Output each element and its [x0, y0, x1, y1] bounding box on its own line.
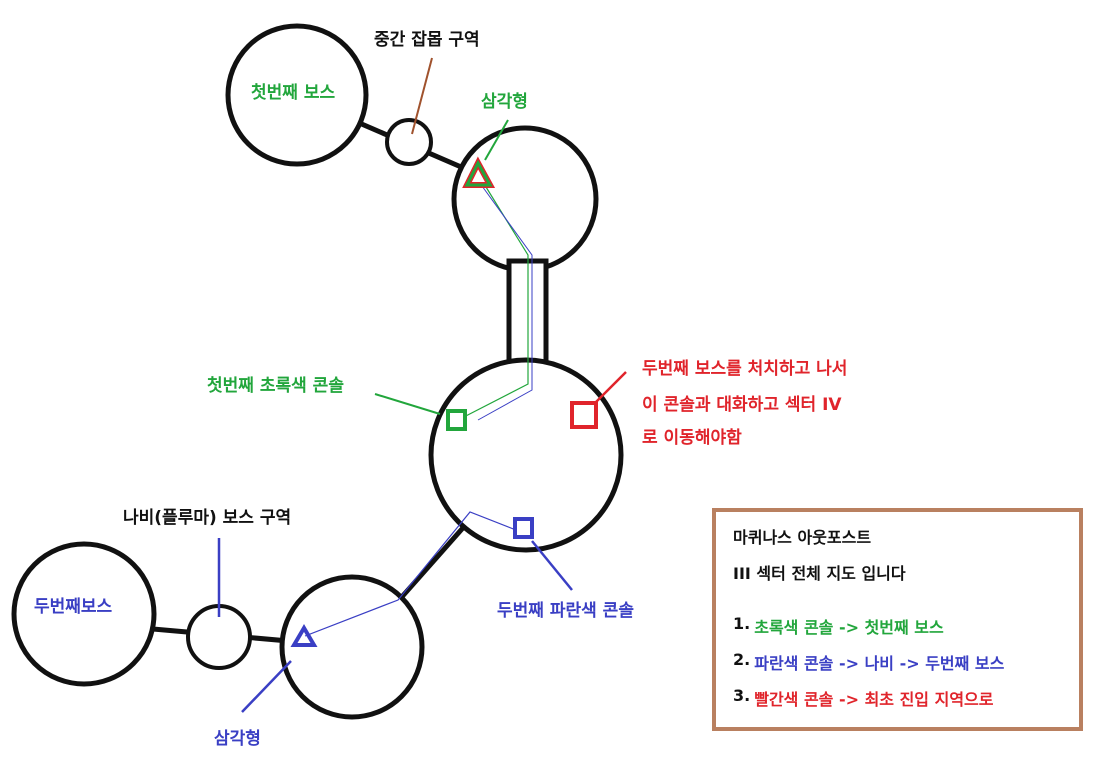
label-green-console: 첫번째 초록색 콘솔	[207, 375, 344, 396]
label-red-note-1: 두번째 보스를 처치하고 나서	[642, 359, 847, 379]
legend-item-text: 빨간색 콘솔 -> 최초 진입 지역으로	[754, 690, 994, 709]
room-mid-mob-area	[385, 118, 433, 166]
legend-item-number: 3.	[733, 686, 751, 705]
pointer-red-console	[594, 371, 627, 404]
label-red-note-3: 로 이동해야함	[642, 427, 742, 448]
label-mid-area: 중간 잡몹 구역	[374, 30, 480, 50]
legend-box: 마퀴나스 아웃포스트 III 섹터 전체 지도 입니다 1. 초록색 콘솔 ->…	[712, 508, 1083, 731]
legend-item-text: 초록색 콘솔 -> 첫번째 보스	[754, 618, 944, 637]
room-first-boss	[225, 23, 369, 167]
pointer-triangle-top	[484, 119, 509, 161]
triangle-marker-blue	[290, 624, 318, 647]
red-console-marker	[570, 401, 598, 429]
legend-item-number: 2.	[733, 650, 751, 669]
label-triangle-top: 삼각형	[481, 91, 528, 112]
blue-route-line-bottom	[304, 511, 517, 637]
label-first-boss: 첫번째 보스	[251, 82, 335, 103]
legend-item-green: 1. 초록색 콘솔 -> 첫번째 보스	[733, 614, 1079, 638]
blue-console-marker	[513, 517, 534, 539]
legend-item-number: 1.	[733, 614, 751, 633]
triangle-marker-green-inner	[464, 159, 493, 187]
label-second-boss: 두번째보스	[34, 597, 113, 617]
room-top	[451, 125, 599, 273]
legend-title-line2: III 섹터 전체 지도 입니다	[733, 564, 906, 583]
legend-title-line1: 마퀴나스 아웃포스트	[733, 528, 872, 547]
room-second-boss	[11, 541, 157, 687]
blue-route-line-top	[477, 185, 533, 421]
pointer-mid-area	[411, 57, 433, 135]
pointer-green-console	[374, 393, 441, 415]
legend-item-text: 파란색 콘솔 -> 나비 -> 두번째 보스	[754, 654, 1005, 673]
pointer-triangle-bottom	[241, 660, 292, 713]
label-red-note-2: 이 콘솔과 대화하고 섹터 IV	[642, 395, 842, 415]
pointer-blue-console	[531, 540, 573, 591]
room-lower	[279, 574, 425, 720]
legend-item-red: 3. 빨간색 콘솔 -> 최초 진입 지역으로	[733, 686, 1079, 710]
connector-center-lower	[398, 519, 471, 601]
label-butterfly-area: 나비(플루마) 보스 구역	[123, 508, 291, 528]
label-blue-console: 두번째 파란색 콘솔	[497, 601, 634, 621]
legend-item-blue: 2. 파란색 콘솔 -> 나비 -> 두번째 보스	[733, 650, 1079, 674]
green-console-marker	[446, 409, 467, 431]
label-triangle-bottom: 삼각형	[214, 728, 261, 749]
